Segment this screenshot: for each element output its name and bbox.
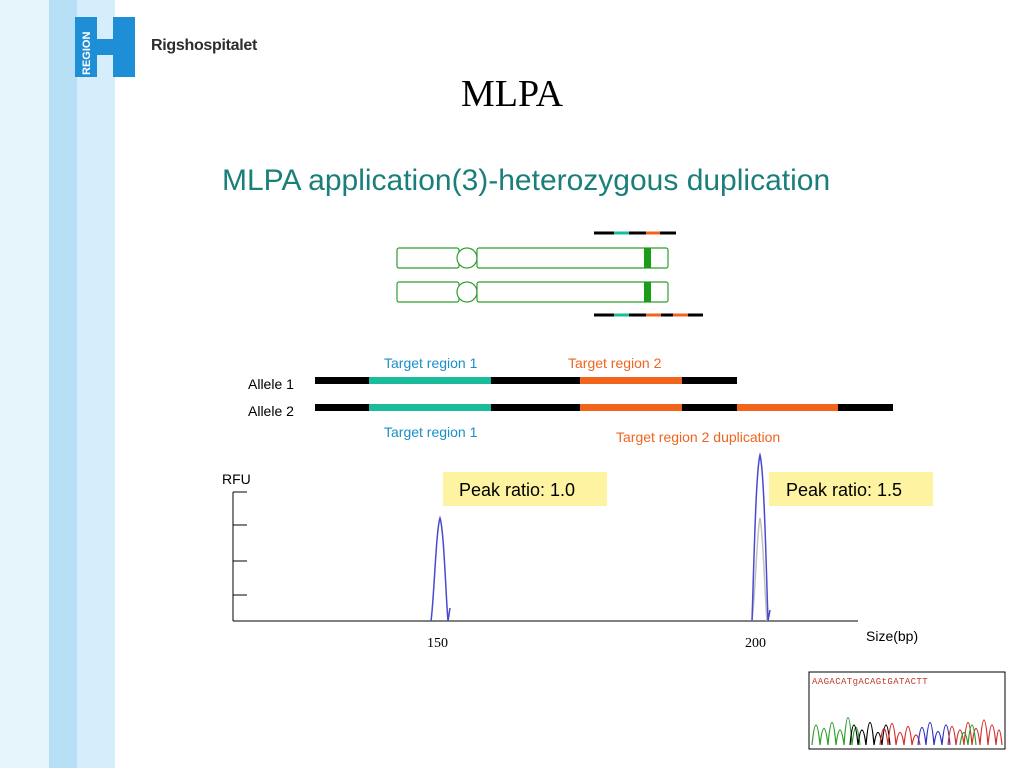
target2-top-label: Target region 2 bbox=[568, 355, 662, 371]
peak1-ratio-text: Peak ratio: 1.0 bbox=[459, 480, 575, 500]
allele2-bar bbox=[315, 404, 893, 411]
allele2-label: Allele 2 bbox=[248, 403, 294, 419]
allele1-label: Allele 1 bbox=[248, 376, 294, 392]
peak-200 bbox=[751, 452, 771, 622]
target2-dup-label: Target region 2 duplication bbox=[616, 429, 780, 445]
x-tick-200: 200 bbox=[745, 636, 766, 651]
chromosome-diagram bbox=[396, 231, 703, 317]
peak2-ratio-box bbox=[769, 472, 933, 506]
chromosome-2 bbox=[396, 281, 669, 303]
background-band-light bbox=[0, 0, 49, 768]
background-band-mid bbox=[49, 0, 77, 768]
sequence-trace-image: AAGACATgACAGtGATACTT bbox=[808, 671, 1006, 750]
slide-title: MLPA bbox=[460, 73, 564, 115]
peak1-ratio-box bbox=[443, 472, 607, 506]
electropherogram-axes bbox=[232, 491, 858, 622]
region-h-logo: REGION bbox=[75, 17, 135, 77]
peak-200-reference bbox=[751, 517, 768, 622]
target1-top-label: Target region 1 bbox=[384, 355, 478, 371]
peak-150 bbox=[430, 515, 451, 622]
peak2-ratio-text: Peak ratio: 1.5 bbox=[786, 480, 902, 500]
rfu-label: RFU bbox=[222, 471, 251, 487]
x-axis-label: Size(bp) bbox=[866, 628, 918, 644]
x-tick-150: 150 bbox=[427, 636, 448, 651]
target1-bottom-label: Target region 1 bbox=[384, 424, 478, 440]
chromosome-1 bbox=[396, 247, 669, 269]
logo-region-text: REGION bbox=[81, 32, 93, 75]
sequence-text: AAGACATgACAGtGATACTT bbox=[812, 677, 928, 687]
figure-heading: MLPA application(3)-heterozygous duplica… bbox=[222, 164, 830, 197]
allele1-bar bbox=[315, 377, 737, 384]
background-band-pale bbox=[77, 0, 115, 768]
brand-name: Rigshospitalet bbox=[151, 37, 258, 54]
